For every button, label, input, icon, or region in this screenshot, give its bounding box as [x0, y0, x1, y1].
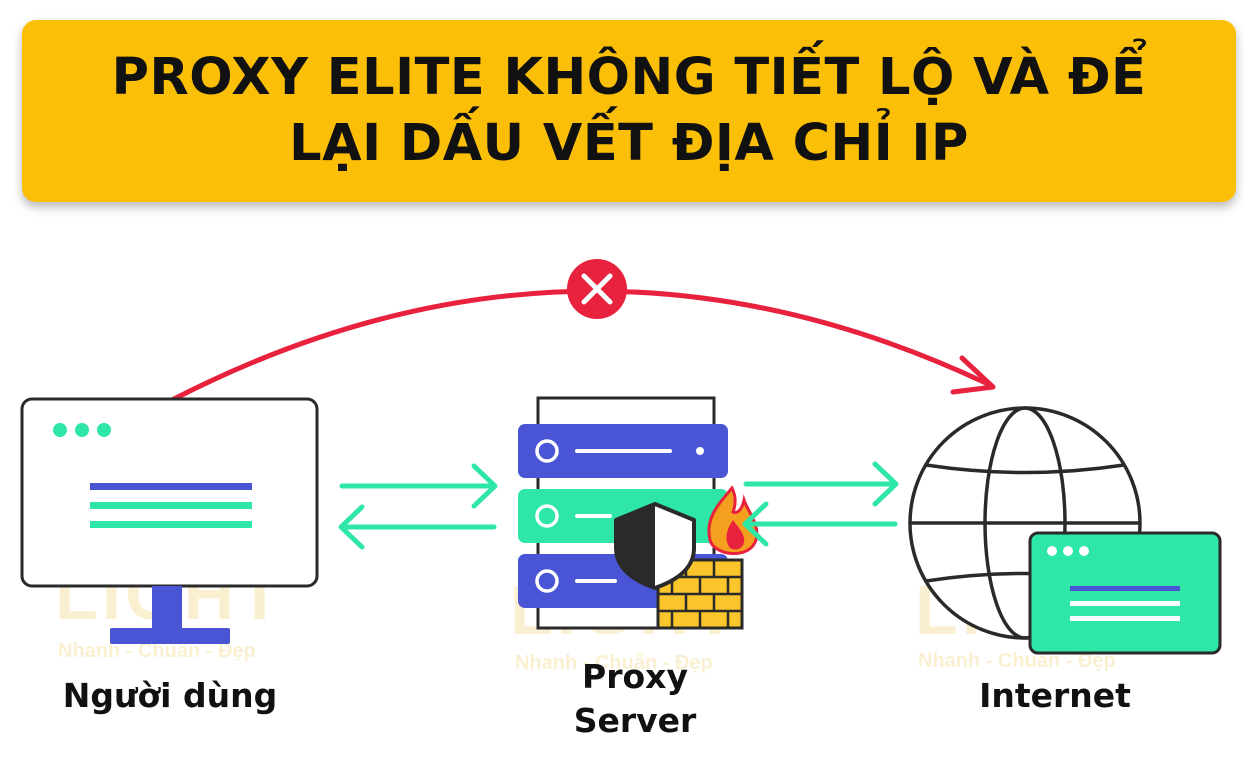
arrow-internet-to-proxy: [742, 501, 898, 547]
shield-icon: [614, 502, 696, 590]
label-internet: Internet: [979, 676, 1131, 715]
watermark-tagline-center: Nhanh - Chuẩn - Đẹp: [515, 652, 713, 674]
title-banner: PROXY ELITE KHÔNG TIẾT LỘ VÀ ĐỂ LẠI DẤU …: [22, 20, 1236, 202]
firewall-wall-icon: [656, 558, 744, 630]
arrow-proxy-to-internet: [743, 461, 899, 507]
monitor-icon: [20, 397, 319, 644]
watermark-tagline-right: Nhanh - Chuẩn - Đẹp: [918, 650, 1116, 672]
label-proxy-line-1: Proxy: [582, 657, 688, 696]
browser-window-icon: [1028, 531, 1222, 655]
fire-icon: [707, 485, 759, 555]
watermark-tagline-left: Nhanh - Chuẩn - Đẹp: [58, 640, 256, 662]
label-user: Người dùng: [62, 676, 278, 715]
cross-circle-icon: [567, 259, 627, 319]
label-proxy-line-2: Server: [573, 701, 697, 740]
title-line-2: LẠI DẤU VẾT ĐỊA CHỈ IP: [289, 114, 969, 173]
arrow-user-to-proxy: [339, 463, 498, 509]
arrow-proxy-to-user: [338, 504, 497, 550]
label-proxy-server: Proxy Server: [505, 655, 765, 743]
title-line-1: PROXY ELITE KHÔNG TIẾT LỘ VÀ ĐỂ: [111, 48, 1147, 107]
